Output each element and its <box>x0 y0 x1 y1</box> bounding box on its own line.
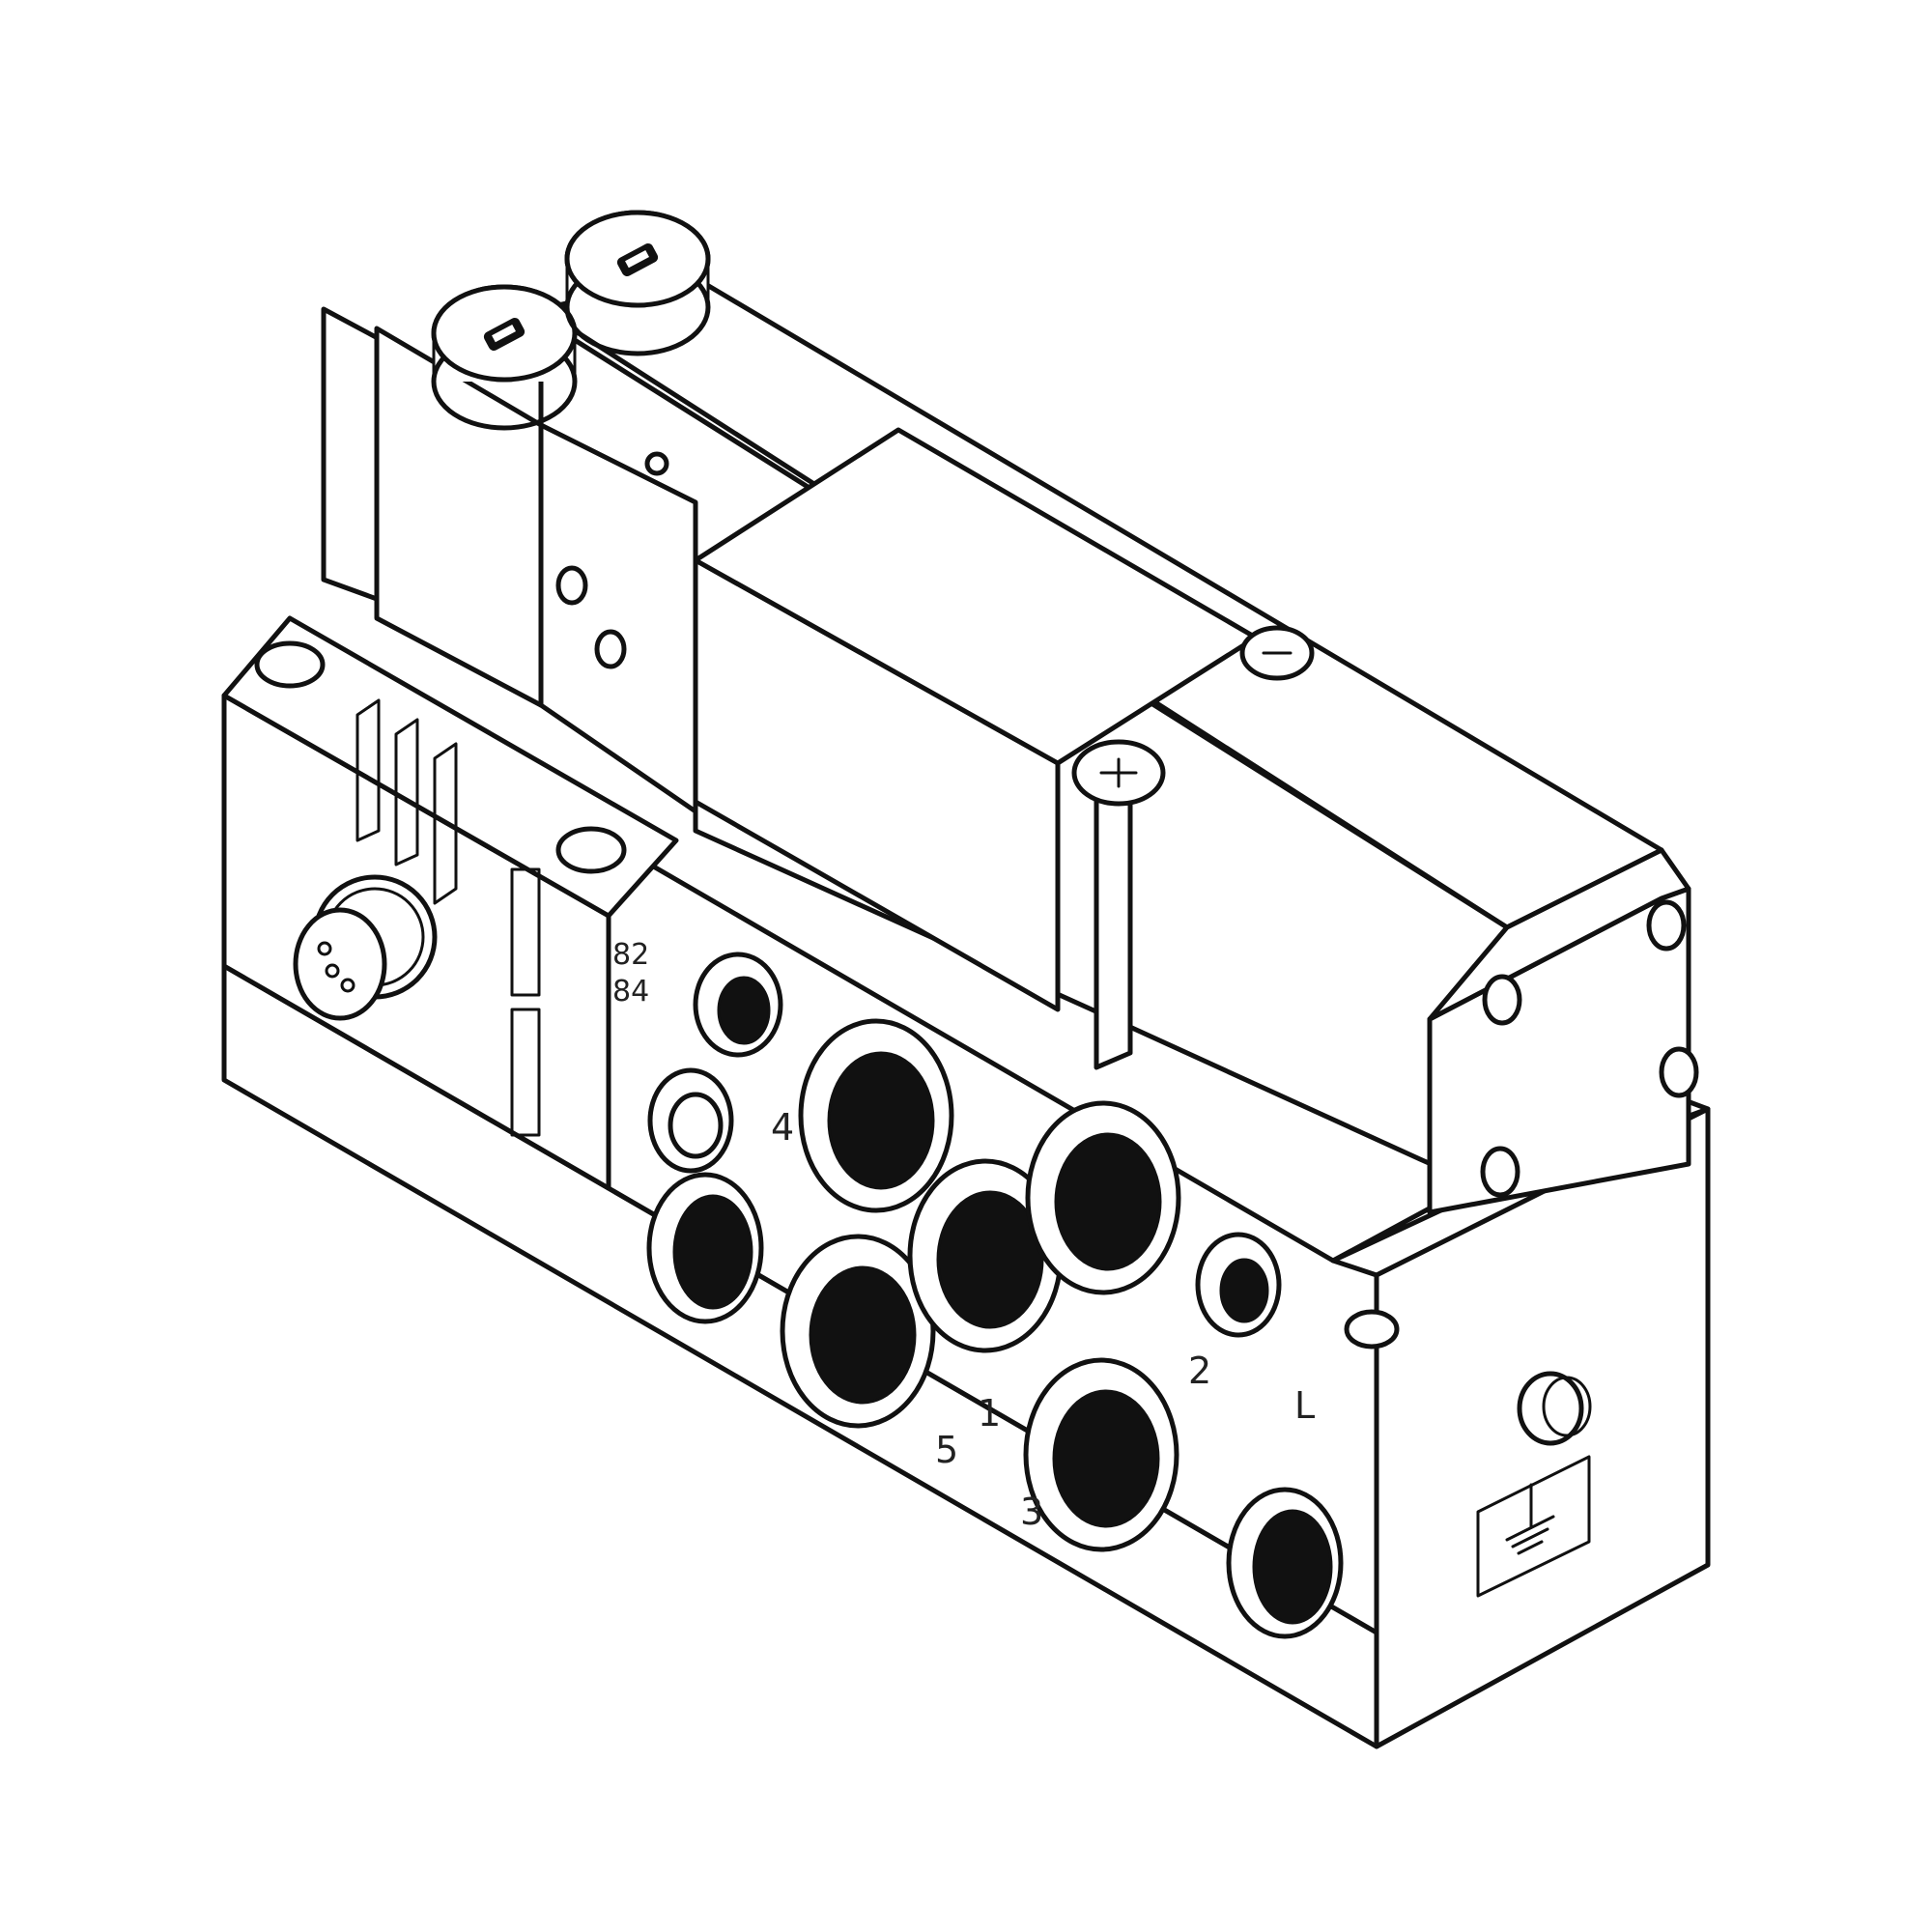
manual-override-button-icon <box>431 210 711 431</box>
label-port-4: 4 <box>771 1106 794 1149</box>
port-labels: 82 84 4 2 1 5 3 L <box>612 938 1315 1533</box>
label-port-L: L <box>1294 1384 1315 1427</box>
label-port-5: 5 <box>935 1429 958 1471</box>
vent-slots <box>355 698 541 1137</box>
label-port-2: 2 <box>1188 1350 1211 1392</box>
label-port-3: 3 <box>1020 1491 1043 1533</box>
port-openings <box>646 952 1400 1639</box>
label-84: 84 <box>612 975 649 1009</box>
m8-connector-icon <box>293 874 438 1021</box>
label-port-1: 1 <box>978 1392 1001 1435</box>
torx-screw-icon <box>254 451 1699 1198</box>
earth-ground-icon <box>1476 1371 1592 1598</box>
label-82: 82 <box>612 938 649 972</box>
